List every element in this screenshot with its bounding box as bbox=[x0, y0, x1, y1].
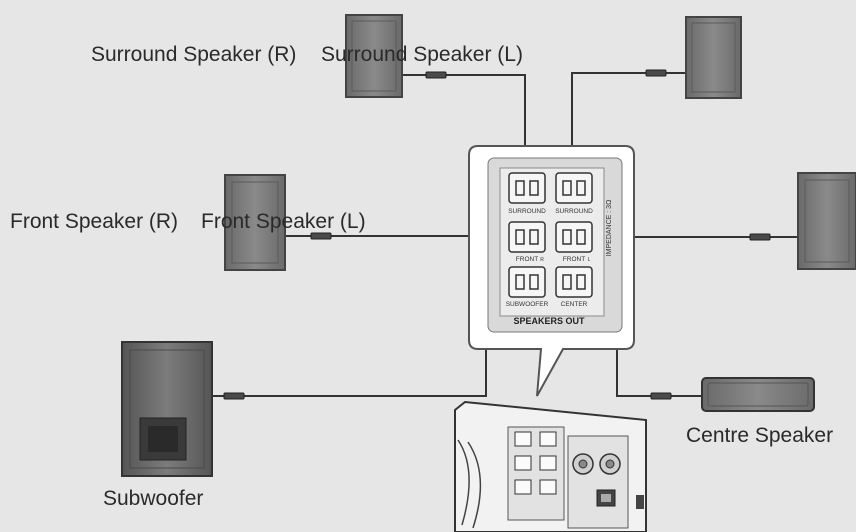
label-surround-speaker-left: Surround Speaker (L) bbox=[321, 43, 523, 66]
label-subwoofer: Subwoofer bbox=[103, 487, 204, 510]
terminal-label-surround-right: SURROUND bbox=[508, 208, 546, 215]
speaker-surround-right bbox=[345, 14, 403, 98]
wire-subwoofer bbox=[212, 281, 510, 397]
terminal-label-front-right: FRONT bbox=[516, 256, 538, 263]
terminal-front-left bbox=[555, 221, 593, 253]
terminal-surround-left bbox=[555, 172, 593, 204]
label-surround-speaker-right: Surround Speaker (R) bbox=[91, 43, 297, 66]
wire-plugs bbox=[223, 69, 771, 400]
speaker-front-left bbox=[797, 172, 856, 270]
channel-mark-left: L bbox=[588, 257, 591, 263]
speaker-surround-left bbox=[685, 16, 742, 99]
terminal-label-subwoofer: SUBWOOFER bbox=[506, 301, 549, 308]
plug-surround-left bbox=[645, 69, 667, 77]
label-centre-speaker: Centre Speaker bbox=[686, 424, 834, 447]
terminal-surround-right bbox=[508, 172, 546, 204]
channel-mark-right: R bbox=[540, 257, 544, 263]
terminal-label-center: CENTER bbox=[561, 301, 588, 308]
speakers-out-title: SPEAKERS OUT bbox=[513, 316, 585, 326]
plug-front-right bbox=[310, 232, 332, 240]
receiver-rear-panel bbox=[454, 400, 647, 532]
plug-centre bbox=[650, 392, 672, 400]
plug-surround-right bbox=[425, 71, 447, 79]
impedance-label: IMPEDANCE : 3Ω bbox=[606, 200, 613, 257]
terminal-label-front-left: FRONT bbox=[563, 256, 585, 263]
terminal-subwoofer bbox=[508, 266, 546, 298]
label-front-speaker-left: Front Speaker (L) bbox=[201, 210, 366, 233]
speaker-centre bbox=[701, 377, 815, 412]
terminal-label-surround-left: SURROUND bbox=[555, 208, 593, 215]
label-front-speaker-right: Front Speaker (R) bbox=[10, 210, 179, 233]
speaker-front-right bbox=[224, 174, 286, 271]
speaker-subwoofer bbox=[121, 341, 213, 477]
terminal-sockets bbox=[515, 180, 586, 290]
plug-front-left bbox=[749, 233, 771, 241]
terminal-center bbox=[555, 266, 593, 298]
terminal-front-right bbox=[508, 221, 546, 253]
plug-subwoofer bbox=[223, 392, 245, 400]
speakers-out-callout bbox=[468, 145, 635, 397]
